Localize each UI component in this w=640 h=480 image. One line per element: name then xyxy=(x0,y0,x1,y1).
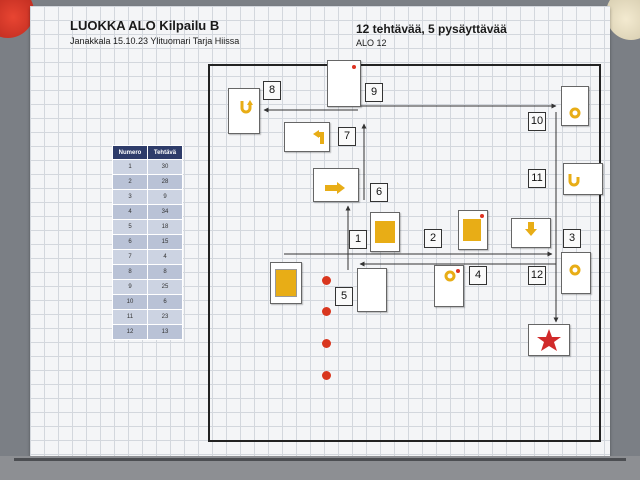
stop-marker xyxy=(480,214,484,218)
row-task: 34 xyxy=(147,204,183,220)
sign-card-2 xyxy=(458,210,488,250)
station-6: 6 xyxy=(370,183,388,202)
sign-card-4 xyxy=(434,265,464,307)
sign-fill xyxy=(463,219,481,241)
u-turn-arrow-icon xyxy=(569,264,581,276)
row-task: 23 xyxy=(147,309,183,325)
class-title: LUOKKA ALO Kilpailu B xyxy=(70,18,220,33)
sign-card-11 xyxy=(563,163,603,195)
sign-card-9 xyxy=(327,60,361,107)
row-task: 9 xyxy=(147,189,183,205)
u-turn-arrow-icon xyxy=(444,270,456,282)
task-count: 12 tehtävää, 5 pysäyttävää xyxy=(356,22,507,36)
sign-card-1 xyxy=(370,212,400,252)
stop-dot xyxy=(322,371,331,380)
station-9: 9 xyxy=(365,83,383,102)
stop-dot xyxy=(322,339,331,348)
station-11: 11 xyxy=(528,169,546,188)
stop-dot xyxy=(322,276,331,285)
row-number: 3 xyxy=(112,189,148,205)
sign-fill xyxy=(275,269,297,297)
station-2: 2 xyxy=(424,229,442,248)
event-details: Janakkala 15.10.23 Ylituomari Tarja Hiis… xyxy=(70,36,240,46)
row-task: 25 xyxy=(147,279,183,295)
sign-card-10 xyxy=(561,86,589,126)
row-number: 12 xyxy=(112,324,148,340)
row-number: 10 xyxy=(112,294,148,310)
row-number: 6 xyxy=(112,234,148,250)
right-arrow-icon xyxy=(325,182,345,194)
sign-card-8 xyxy=(228,88,260,134)
down-arrow-icon xyxy=(525,222,537,236)
station-8: 8 xyxy=(263,81,281,100)
row-task: 30 xyxy=(147,159,183,175)
station-7: 7 xyxy=(338,127,356,146)
row-task: 13 xyxy=(147,324,183,340)
sign-card-5 xyxy=(357,268,387,312)
sign-card-3 xyxy=(511,218,551,248)
course-area xyxy=(208,64,601,442)
station-10: 10 xyxy=(528,112,546,131)
sign-card-6 xyxy=(313,168,359,202)
row-number: 4 xyxy=(112,204,148,220)
station-4: 4 xyxy=(469,266,487,285)
stop-marker xyxy=(456,269,460,273)
stop-dot xyxy=(322,307,331,316)
row-number: 1 xyxy=(112,159,148,175)
whiteboard-tray xyxy=(0,456,640,480)
station-1: 1 xyxy=(349,230,367,249)
sign-fill xyxy=(375,221,395,243)
station-5: 5 xyxy=(335,287,353,306)
finish-card xyxy=(528,324,570,356)
sign-card-12 xyxy=(561,252,591,294)
stop-marker xyxy=(352,65,356,69)
sign-card-7 xyxy=(284,122,330,152)
star-icon xyxy=(537,329,561,351)
level-label: ALO 12 xyxy=(356,38,387,48)
row-number: 8 xyxy=(112,264,148,280)
turn-left-arrow-icon xyxy=(313,130,324,144)
u-turn-arrow-icon xyxy=(568,174,580,187)
row-task: 4 xyxy=(147,249,183,265)
row-task: 8 xyxy=(147,264,183,280)
station-3: 3 xyxy=(563,229,581,248)
sign-card-start xyxy=(270,262,302,304)
row-number: 2 xyxy=(112,174,148,190)
row-number: 5 xyxy=(112,219,148,235)
u-turn-arrow-icon xyxy=(569,107,581,119)
station-12: 12 xyxy=(528,266,546,285)
u-turn-arrow-icon xyxy=(240,100,253,114)
col-tehtava: Tehtävä xyxy=(147,145,183,160)
